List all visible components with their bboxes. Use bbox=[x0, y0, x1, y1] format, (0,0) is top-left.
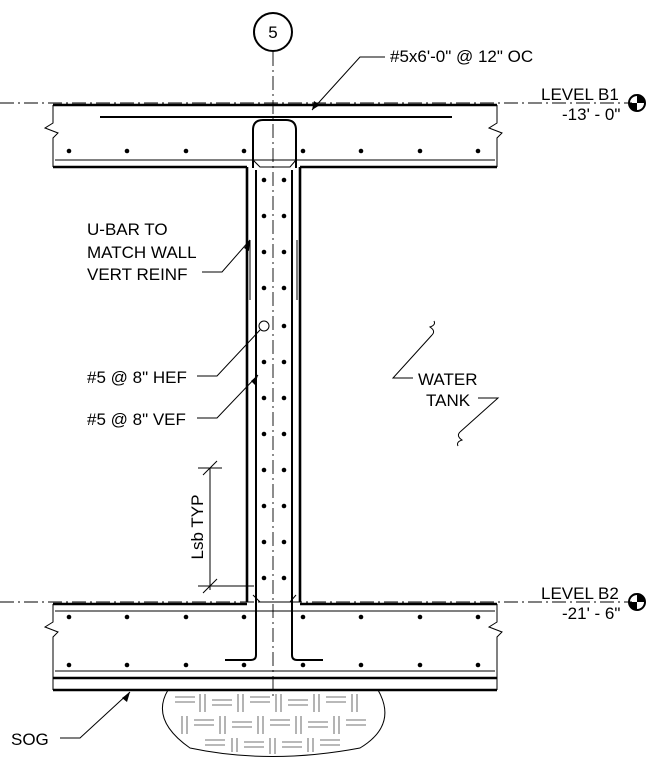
level-b2-name: LEVEL B2 bbox=[541, 584, 619, 603]
leaders bbox=[60, 56, 500, 739]
level-b1-name: LEVEL B1 bbox=[541, 85, 619, 104]
dowel-left bbox=[225, 605, 257, 661]
top-bar-note: #5x6'-0" @ 12" OC bbox=[390, 47, 533, 66]
hef-note: #5 @ 8" HEF bbox=[87, 368, 187, 387]
wall bbox=[245, 119, 302, 605]
lsb-label: Lsb TYP bbox=[188, 495, 207, 560]
lsb-dimension: Lsb TYP bbox=[188, 460, 254, 594]
sog-note: SOG bbox=[11, 730, 49, 749]
soil-hatch bbox=[161, 689, 386, 757]
top-u-bar bbox=[252, 119, 297, 168]
lower-slab bbox=[43, 602, 503, 692]
level-b1-elevation: -13' - 0" bbox=[562, 105, 620, 124]
water-tank-line-1: WATER bbox=[418, 370, 478, 389]
grid-bubble-label: 5 bbox=[268, 23, 277, 42]
ubar-note-line-3: VERT REINF bbox=[87, 265, 187, 284]
level-b2-marker: LEVEL B2 -21' - 6" bbox=[541, 584, 646, 623]
water-tank-line-2: TANK bbox=[426, 391, 471, 410]
vef-note: #5 @ 8" VEF bbox=[87, 410, 186, 429]
upper-slab bbox=[43, 103, 503, 169]
dowel-right bbox=[291, 605, 323, 661]
notes: #5x6'-0" @ 12" OC U-BAR TO MATCH WALL VE… bbox=[11, 47, 533, 749]
level-target-icon bbox=[628, 94, 646, 112]
grid-bubble bbox=[253, 12, 293, 52]
level-b1-marker: LEVEL B1 -13' - 0" bbox=[541, 85, 646, 124]
level-target-icon bbox=[628, 593, 646, 611]
ubar-note-line-1: U-BAR TO bbox=[87, 220, 168, 239]
level-b2-elevation: -21' - 6" bbox=[562, 604, 620, 623]
rebar-dots bbox=[66, 148, 481, 668]
level-datum-lines bbox=[0, 102, 632, 603]
ubar-note-line-2: MATCH WALL bbox=[87, 243, 197, 262]
